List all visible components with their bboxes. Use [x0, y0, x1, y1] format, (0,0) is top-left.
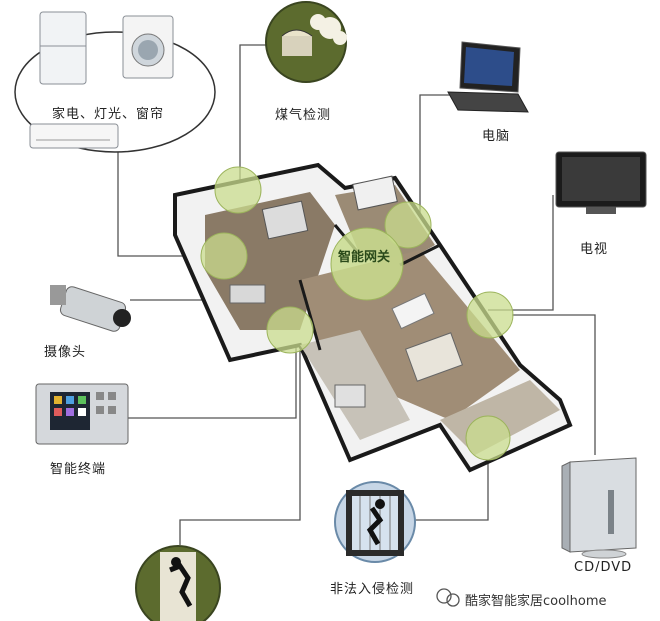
wire-computer [419, 94, 450, 215]
watermark: 酷家智能家居coolhome [465, 594, 607, 609]
tv-label: 电视 [580, 242, 609, 257]
wechat-icon [436, 588, 460, 607]
terminal-icon [35, 383, 129, 445]
wire-dvd [512, 314, 596, 455]
fridge-icon [39, 11, 87, 85]
gas-detector-icon [265, 1, 347, 83]
sensor-zone [214, 166, 262, 214]
intrusion-icon [334, 481, 416, 563]
computer-label: 电脑 [482, 129, 511, 144]
camera-icon [50, 285, 131, 332]
wire-door [179, 350, 301, 545]
appliances-group [14, 11, 216, 153]
door-sensor-icon [135, 545, 221, 621]
sensor-zone [466, 291, 514, 339]
sensor-zones [200, 166, 514, 461]
wire-tv [488, 195, 554, 311]
tv-icon [555, 151, 647, 214]
dvd-label: CD/DVD [574, 560, 633, 575]
sensor-zone [200, 232, 248, 280]
hub-zone [330, 227, 404, 301]
sensor-zone [266, 306, 314, 354]
terminal-label: 智能终端 [50, 462, 107, 477]
dvd-player-icon [561, 457, 637, 559]
sensor-zone [465, 415, 511, 461]
air-conditioner-icon [29, 123, 119, 149]
camera-label: 摄像头 [44, 345, 87, 360]
intrusion-label: 非法入侵检测 [330, 582, 415, 597]
laptop-icon [447, 41, 529, 113]
wire-gas [239, 44, 270, 180]
hub-label: 智能网关 [338, 250, 391, 265]
sensor-zone [384, 201, 432, 249]
appliances-label: 家电、灯光、窗帘 [52, 107, 165, 122]
gas-label: 煤气检测 [275, 108, 332, 123]
wire-terminal [128, 330, 297, 419]
